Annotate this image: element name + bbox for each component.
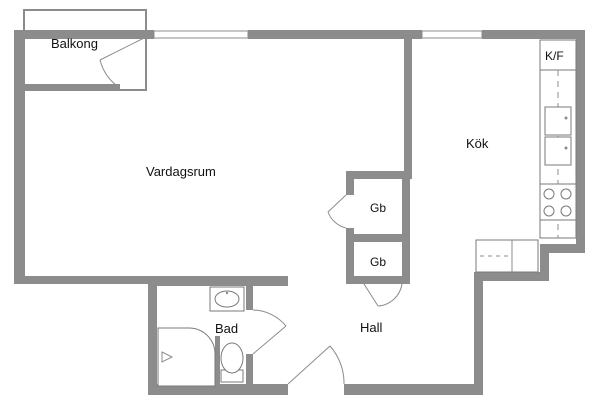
label-gb-upper: Gb xyxy=(370,201,386,215)
label-vardagsrum: Vardagsrum xyxy=(146,164,216,179)
label-kok: Kök xyxy=(466,136,489,151)
label-balkong: Balkong xyxy=(51,36,98,51)
interior-walls xyxy=(215,39,412,395)
label-bad: Bad xyxy=(215,321,238,336)
window-living xyxy=(153,30,249,39)
sink-1 xyxy=(544,106,572,136)
kitchen-fixtures xyxy=(475,39,577,273)
bathroom-fixtures xyxy=(157,286,245,387)
label-gb-lower: Gb xyxy=(370,255,386,269)
doors xyxy=(99,36,403,385)
label-kf: K/F xyxy=(545,49,564,63)
window-kitchen xyxy=(421,30,483,39)
shower xyxy=(157,327,216,387)
sink-2 xyxy=(544,136,572,166)
label-hall: Hall xyxy=(360,320,383,335)
outer-walls xyxy=(14,30,585,395)
